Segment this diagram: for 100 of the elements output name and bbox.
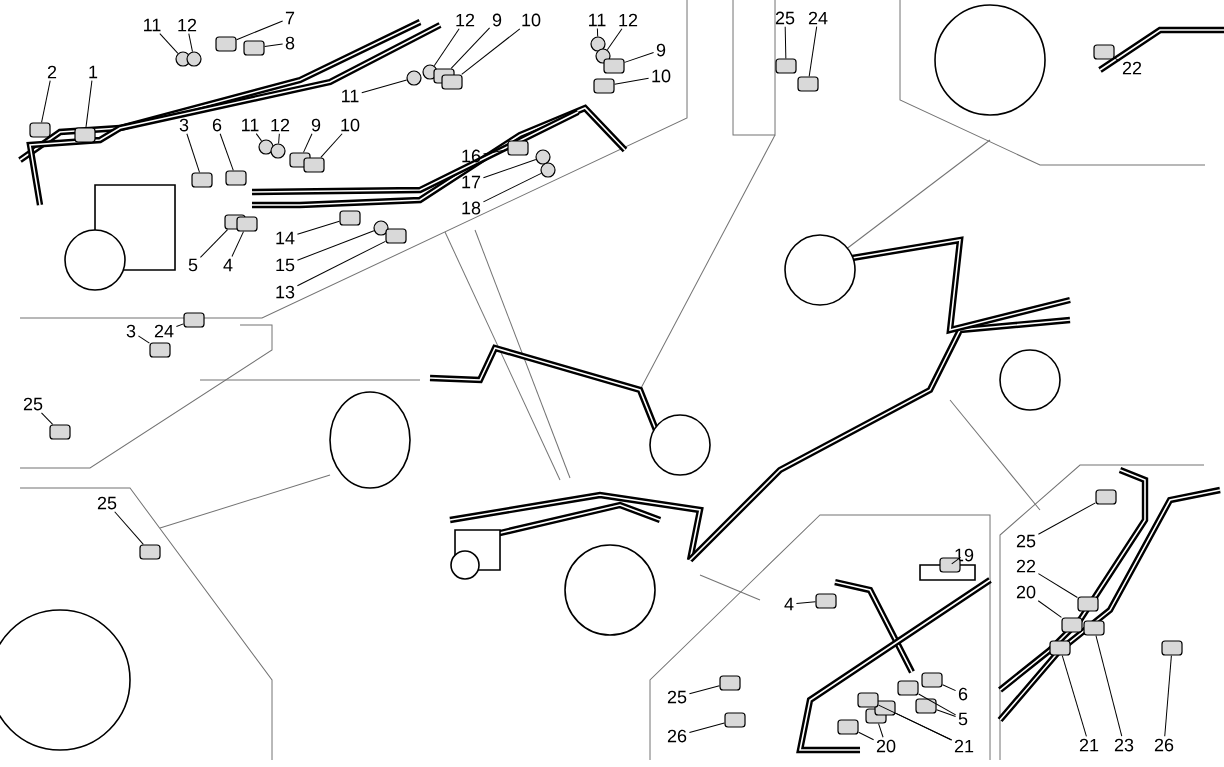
leader-line [795, 601, 816, 604]
leader-line [199, 229, 229, 258]
part-drawing [1095, 489, 1117, 505]
nut-drawing [373, 220, 389, 236]
leader-line [296, 220, 340, 235]
callout-number: 9 [656, 43, 666, 57]
nut-drawing [186, 51, 202, 67]
callout-number: 25 [1016, 534, 1036, 548]
leader-line [1114, 57, 1121, 62]
leader-line [1037, 502, 1096, 535]
part-drawing [507, 140, 529, 156]
leader-line [942, 684, 957, 692]
callout-number: 2 [47, 65, 57, 79]
leader-line [450, 27, 491, 69]
callout-number: 12 [271, 118, 290, 132]
callout-number: 25 [23, 397, 43, 411]
callout-number: 11 [589, 13, 606, 27]
leader-line [255, 133, 263, 142]
leader-line [1164, 655, 1172, 737]
part-drawing [139, 544, 161, 560]
leader-line [1095, 635, 1123, 737]
leader-line [278, 133, 280, 144]
callout-number: 11 [144, 18, 161, 32]
callout-number: 8 [285, 36, 295, 50]
callout-number: 6 [958, 687, 968, 701]
part-drawing [74, 127, 96, 143]
part-drawing [775, 58, 797, 74]
callout-number: 9 [492, 13, 502, 27]
nut-drawing [535, 149, 551, 165]
part-drawing [225, 170, 247, 186]
part-drawing [1093, 44, 1115, 60]
callout-number: 6 [212, 118, 222, 132]
part-drawing [215, 36, 237, 52]
callout-number: 4 [784, 597, 794, 611]
leader-line [614, 77, 650, 85]
leader-line [482, 159, 537, 179]
callout-number: 26 [667, 729, 687, 743]
leader-line [878, 704, 953, 741]
leader-line [808, 26, 818, 77]
part-drawing [921, 672, 943, 688]
part-drawing [797, 76, 819, 92]
callout-number: 10 [522, 13, 541, 27]
callout-number: 11 [342, 89, 359, 103]
part-drawing [339, 210, 361, 226]
leader-line [188, 33, 193, 53]
part-drawing [1161, 640, 1183, 656]
part-drawing [29, 122, 51, 138]
callout-number: 23 [1114, 738, 1134, 752]
part-drawing [49, 424, 71, 440]
nut-drawing [270, 143, 286, 159]
callout-number: 3 [126, 324, 136, 338]
leader-line [1037, 573, 1078, 598]
callout-number: 22 [1016, 559, 1036, 573]
callout-number: 12 [456, 13, 475, 27]
callout-number: 12 [178, 18, 197, 32]
part-drawing [719, 675, 741, 691]
part-drawing [915, 698, 937, 714]
part-drawing [857, 692, 879, 708]
leader-line [114, 511, 144, 545]
leader-line [41, 80, 51, 123]
leader-line [296, 230, 375, 261]
part-drawing [593, 78, 615, 94]
leader-line [219, 133, 234, 171]
part-drawing [1083, 620, 1105, 636]
leader-line [596, 28, 599, 37]
part-drawing [1077, 596, 1099, 612]
callout-number: 13 [276, 285, 295, 299]
part-drawing [1061, 617, 1083, 633]
nut-drawing [540, 162, 556, 178]
leader-line [688, 722, 725, 734]
leader-line [361, 79, 408, 94]
callout-number: 25 [97, 496, 117, 510]
callout-number: 1 [89, 65, 98, 79]
leader-line [85, 80, 93, 128]
leader-line [858, 731, 875, 741]
part-drawing [243, 40, 265, 56]
callout-number: 5 [188, 258, 198, 272]
callout-number: 25 [775, 11, 795, 25]
part-drawing [837, 719, 859, 735]
leader-line [482, 149, 508, 155]
part-drawing [603, 58, 625, 74]
part-drawing [191, 172, 213, 188]
part-drawing [815, 593, 837, 609]
part-drawing [236, 216, 258, 232]
leader-line [1061, 655, 1087, 737]
leader-line [918, 693, 957, 716]
callout-number: 17 [462, 175, 481, 189]
leader-line [624, 52, 655, 63]
leader-line [303, 133, 313, 153]
nut-drawing [590, 36, 606, 52]
callout-number: 10 [652, 69, 671, 83]
part-drawing [385, 228, 407, 244]
callout-number: 10 [341, 118, 360, 132]
callout-number: 20 [876, 739, 896, 753]
nut-drawing [258, 139, 274, 155]
callout-number: 21 [1079, 738, 1099, 752]
leader-line [236, 20, 284, 41]
leader-line [137, 335, 150, 344]
leader-line [482, 172, 542, 203]
leader-line [951, 556, 962, 565]
